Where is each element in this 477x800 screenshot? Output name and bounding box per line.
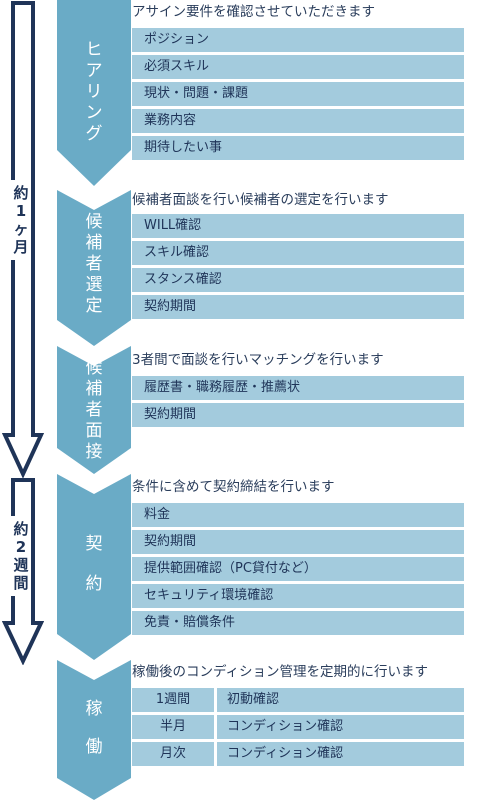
step-heading-hearing: アサイン要件を確認させていただきます — [132, 4, 375, 20]
list-item: スタンス確認 — [132, 268, 464, 292]
step-label-hearing: ヒ ア リ ン グ — [85, 40, 103, 144]
period-label-1month: 約 1 ヶ 月 — [11, 180, 31, 260]
list-item: 現状・問題・課題 — [132, 82, 464, 106]
list-item: ポジション — [132, 28, 464, 52]
table-row: 月次 コンディション確認 — [132, 742, 464, 766]
list-item: スキル確認 — [132, 241, 464, 265]
step-label-contract: 契 約 — [85, 534, 103, 594]
table-cell-task: コンディション確認 — [217, 715, 464, 739]
step-shape-contract — [57, 474, 131, 660]
list-item: 契約期間 — [132, 530, 464, 554]
table-cell-period: 月次 — [132, 742, 214, 766]
period-label-2weeks: 約 2 週 間 — [11, 516, 31, 596]
step-label-operation: 稼 働 — [85, 699, 103, 757]
list-item: 契約期間 — [132, 295, 464, 319]
table-cell-task: コンディション確認 — [217, 742, 464, 766]
step-heading-operation: 稼働後のコンディション管理を定期的に行います — [132, 664, 429, 680]
step-shape-candidate-interview — [57, 346, 131, 474]
table-cell-task: 初動確認 — [217, 688, 464, 712]
list-item: 免責・賠償条件 — [132, 611, 464, 635]
list-item: WILL確認 — [132, 214, 464, 238]
step-heading-candidate-interview: 3者間で面談を行いマッチングを行います — [132, 352, 384, 368]
list-item: セキュリティ環境確認 — [132, 584, 464, 608]
step-heading-candidate-selection: 候補者面談を行い候補者の選定を行います — [132, 192, 389, 208]
table-cell-period: 1週間 — [132, 688, 214, 712]
list-item: 提供範囲確認（PC貸付など） — [132, 557, 464, 581]
step-heading-contract: 条件に含めて契約締結を行います — [132, 479, 335, 495]
step-label-candidate-selection: 候 補 者 選 定 — [85, 212, 103, 316]
list-item: 料金 — [132, 503, 464, 527]
list-item: 期待したい事 — [132, 136, 464, 160]
table-cell-period: 半月 — [132, 715, 214, 739]
step-shape-candidate-selection — [57, 190, 131, 346]
step-label-candidate-interview: 候 補 者 面 接 — [85, 358, 103, 462]
list-item: 契約期間 — [132, 403, 464, 427]
table-row: 1週間 初動確認 — [132, 688, 464, 712]
list-item: 履歴書・職務履歴・推薦状 — [132, 376, 464, 400]
list-item: 業務内容 — [132, 109, 464, 133]
table-row: 半月 コンディション確認 — [132, 715, 464, 739]
step-shape-operation — [57, 660, 131, 800]
list-item: 必須スキル — [132, 55, 464, 79]
step-shape-hearing — [57, 0, 131, 186]
